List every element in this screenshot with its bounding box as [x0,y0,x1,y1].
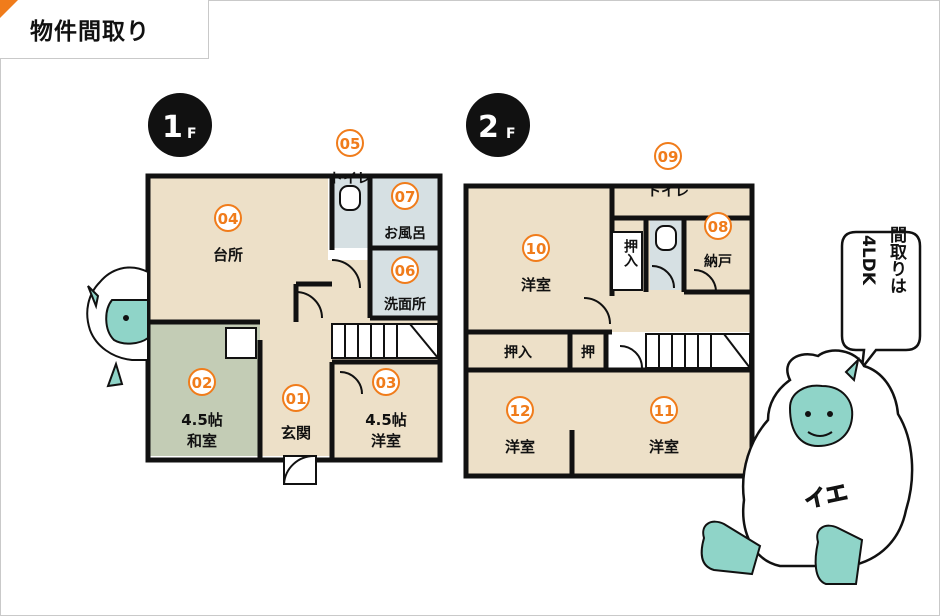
oshiire-a-area [466,332,570,370]
room-size: 4.5帖 [365,411,407,429]
room-name: 納戸 [704,253,732,270]
doors-2f [583,231,717,369]
room-number: 10 [526,240,547,258]
room-08: 08 納戸 [704,212,732,270]
oshi-area [570,332,606,370]
floor-1f: 1 F [145,93,443,485]
room-11: 11 洋室 [649,396,679,456]
room-number: 11 [654,402,675,420]
room-name: トイレ [329,171,371,187]
room-number: 06 [395,262,416,280]
room-number: 12 [510,402,531,420]
title-box: 物件間取り [0,0,209,59]
room-name: お風呂 [384,226,426,242]
oshi-label: 押 [581,344,595,361]
room-02: 02 4.5帖 和室 [181,368,223,450]
room-number: 09 [658,148,679,166]
room-name: 和室 [187,432,217,450]
room-number: 07 [395,188,416,206]
floor-2f: 2 F [463,93,755,479]
left-creature-illustration [86,266,149,388]
bubble-line-2: 4LDK [858,235,878,286]
room-number: 08 [708,218,729,236]
room-number: 01 [286,390,307,408]
stairs-2f [645,333,751,369]
room-10: 10 洋室 [521,234,551,294]
toilet-fixture-2f [655,225,677,251]
room-name: 玄関 [281,424,311,442]
room-size: 4.5帖 [181,411,223,429]
room-09: 09 トイレ [647,142,689,200]
page-title: 物件間取り [30,19,150,45]
room-name: 洋室 [649,438,679,456]
floor-badge-1f: 1 F [148,93,212,157]
floor-badge-suffix: F [506,126,516,142]
room-name: トイレ [647,184,689,200]
room-05: 05 トイレ [329,129,371,187]
room-01: 01 玄関 [281,384,311,442]
room-name: 洋室 [505,438,535,456]
floor-badge-suffix: F [187,126,197,142]
speech-bubble: 間取りは 4LDK [840,226,922,373]
floor-badge-2f: 2 F [466,93,530,157]
room-07: 07 お風呂 [384,182,426,242]
room-04: 04 台所 [213,204,243,264]
room-number: 02 [192,374,213,392]
room-number: 03 [376,374,397,392]
walls-2f [463,183,755,479]
room-name: 台所 [213,246,243,264]
room-03: 03 4.5帖 洋室 [365,368,407,450]
room-06: 06 洗面所 [384,256,426,313]
stairs-1f [331,323,439,359]
floor-badge-number: 2 [478,110,499,145]
oshiire-label-b: 押入 [622,238,638,267]
room-number: 04 [218,210,239,228]
doors-1f [225,259,363,485]
toilet-fixture-1f [339,185,361,211]
room-number: 05 [340,135,361,153]
room-name: 洋室 [371,432,401,450]
bubble-line-1: 間取りは [886,226,907,294]
room-name: 洋室 [521,276,551,294]
oshiire-label-a: 押入 [504,344,532,361]
oshiire-label-b-text: 押入 [622,238,638,267]
yeti-mascot-illustration: イエ [700,349,914,585]
floor-badge-number: 1 [162,110,183,145]
room-name: 洗面所 [384,296,426,313]
room-12: 12 洋室 [505,396,535,456]
accent-corner [0,0,18,18]
